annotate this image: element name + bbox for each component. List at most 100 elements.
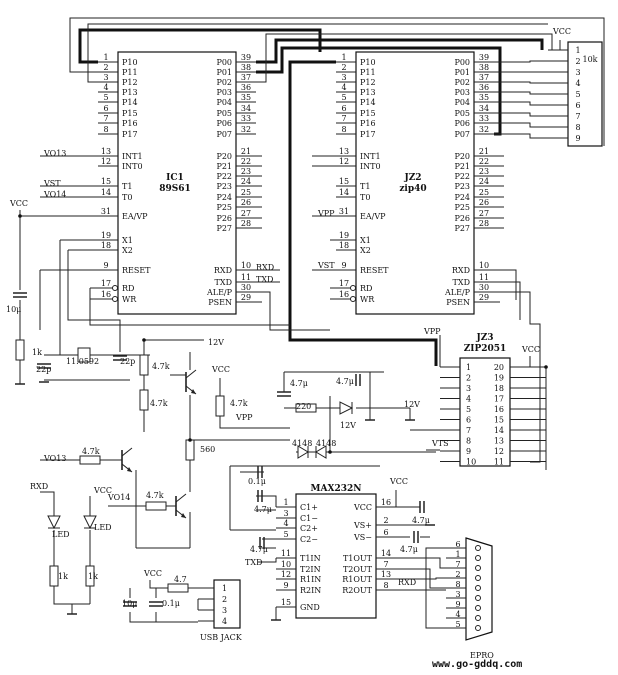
pin-name: R1IN — [300, 575, 321, 584]
pin-name: RD — [360, 284, 372, 293]
pin-name: RESET — [122, 266, 151, 275]
pin-name: P16 — [122, 119, 138, 128]
inversion-bubble — [350, 285, 356, 291]
pin-name: P22 — [454, 172, 470, 181]
pin-number: 11 — [281, 549, 291, 558]
pin-name: P23 — [216, 182, 232, 191]
pin-number: 4 — [222, 617, 227, 626]
pin-number: 3 — [466, 384, 471, 393]
pin-number: 3 — [575, 68, 580, 77]
pin-name: C1+ — [300, 503, 318, 512]
c-22p-b-label: 22p — [120, 357, 135, 366]
pin-number: 6 — [383, 528, 388, 537]
vcc-label-q: VCC — [211, 365, 230, 374]
db9-label: EPRO — [470, 651, 494, 660]
pin-number: 33 — [241, 114, 251, 123]
wire — [396, 557, 446, 569]
usb-label: USB JACK — [200, 633, 243, 642]
r-560-label: 560 — [200, 445, 215, 454]
c-4u7-d-label: 4.7μ — [250, 545, 268, 554]
pin-number: 1 — [341, 53, 346, 62]
pin-number: 32 — [241, 125, 251, 134]
net-labels: VO13 VST VO14 VCC RXD TXD VPP VST 12V VC… — [9, 149, 420, 587]
pin-name: P23 — [454, 182, 470, 191]
db9-contact — [475, 575, 481, 581]
db9-contact — [475, 625, 481, 631]
pin-number: 30 — [241, 283, 251, 292]
pin-number: 10 — [479, 261, 489, 270]
pin-name: P17 — [122, 130, 138, 139]
pin-name: P25 — [216, 203, 232, 212]
pin-number: 2 — [466, 374, 471, 383]
pin-number: 39 — [479, 53, 489, 62]
vcc-label-led: VCC — [93, 486, 112, 495]
pin-name: INT0 — [360, 162, 381, 171]
ic1-body — [117, 51, 237, 315]
pin-name: VCC — [353, 503, 372, 512]
v12-label-reg: 12V — [404, 400, 420, 409]
pin-number: 18 — [494, 384, 504, 393]
vcc-label-rnet: VCC — [552, 27, 571, 36]
vpp-label-jz2: VPP — [317, 209, 335, 218]
pin-name: P13 — [360, 88, 376, 97]
pin-number: 3 — [341, 73, 346, 82]
pin-number: 5 — [341, 93, 346, 102]
pin-name: TXD — [215, 278, 232, 287]
pin-name: T0 — [360, 193, 370, 202]
pin-number: 39 — [241, 53, 251, 62]
pin-number: 10 — [281, 560, 291, 569]
rxd-label-led: RXD — [30, 482, 48, 491]
pin-number: 18 — [101, 241, 111, 250]
db9-contact — [475, 565, 481, 571]
jz3-part: ZIP2051 — [464, 344, 507, 354]
pin-number: 9 — [466, 447, 471, 456]
pin-number: 15 — [101, 177, 111, 186]
wire — [494, 281, 521, 320]
pin-number: 27 — [479, 209, 489, 218]
pin-number: 8 — [341, 125, 346, 134]
pin-number: 7 — [466, 426, 471, 435]
pin-name: P13 — [122, 88, 138, 97]
pin-name: EA/VP — [360, 212, 386, 221]
pin-name: X1 — [122, 236, 133, 245]
pin-name: PSEN — [208, 298, 232, 307]
rnet-value: 10k — [582, 55, 597, 64]
pin-number: 31 — [101, 207, 111, 216]
inversion-bubble — [112, 296, 118, 302]
r-1k-reset-label: 1k — [32, 348, 42, 357]
wire — [494, 101, 548, 106]
pin-number: 10 — [466, 458, 476, 467]
pin-name: P12 — [122, 78, 138, 87]
pin-number: 8 — [466, 437, 471, 446]
pin-name: VS− — [353, 533, 372, 542]
pin-number: 21 — [241, 147, 251, 156]
pin-number: 9 — [455, 600, 460, 609]
pin-number: 3 — [103, 73, 108, 82]
junction-dot — [142, 338, 146, 342]
pin-name: INT0 — [122, 162, 143, 171]
wire — [256, 33, 553, 83]
pin-name: X2 — [122, 246, 133, 255]
pin-name: P27 — [216, 224, 232, 233]
pin-number: 22 — [479, 157, 489, 166]
db9-contact — [475, 555, 481, 561]
pin-name: P26 — [216, 214, 232, 223]
pin-name: P20 — [216, 152, 232, 161]
pin-number: 17 — [494, 395, 504, 404]
c-22p-a-label: 22p — [36, 365, 51, 374]
db9-contact — [475, 595, 481, 601]
wire — [219, 416, 290, 429]
pin-number: 38 — [479, 63, 489, 72]
pin-name: P15 — [360, 109, 376, 118]
inversion-bubble — [350, 296, 356, 302]
pin-number: 22 — [241, 157, 251, 166]
pin-number: 8 — [575, 123, 580, 132]
jz2-part: zip40 — [399, 184, 426, 194]
r-4k7-q1b-label: 4.7k — [150, 399, 168, 408]
pin-number: 11 — [241, 273, 251, 282]
ic1-pins: 1P102P113P124P135P146P157P168P1713INT112… — [98, 53, 256, 307]
wire — [19, 210, 98, 217]
vpp-label-jz3: VPP — [423, 327, 441, 336]
pin-number: 6 — [341, 104, 346, 113]
